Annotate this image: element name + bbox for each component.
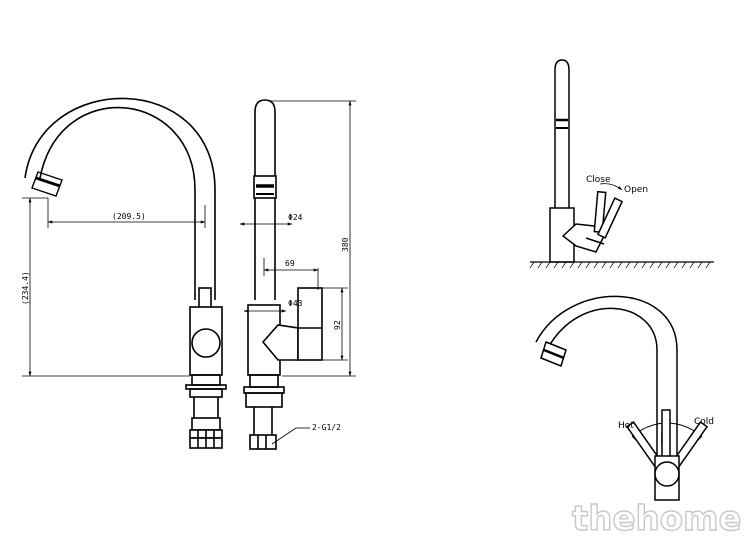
dim-total-height: 380 bbox=[341, 237, 350, 252]
label-open: Open bbox=[624, 185, 648, 195]
dim-body-diameter: Φ43 bbox=[288, 299, 303, 308]
side-dimensions bbox=[239, 100, 356, 445]
dim-spout-height: (234.4) bbox=[21, 271, 30, 305]
dim-lever-offset: 69 bbox=[285, 259, 295, 268]
dim-body-height: 92 bbox=[333, 320, 342, 330]
hc-knob bbox=[654, 461, 680, 487]
oc-spout bbox=[554, 59, 570, 208]
hc-spout-outer bbox=[547, 307, 658, 470]
hc-spout-inner bbox=[535, 295, 678, 470]
connection-leader bbox=[271, 427, 297, 445]
side-hoses bbox=[249, 434, 277, 450]
front-dimensions bbox=[22, 197, 206, 377]
side-handle bbox=[297, 287, 323, 361]
dim-spout-diameter: Φ24 bbox=[288, 213, 303, 222]
dim-spout-reach: (209.5) bbox=[112, 212, 146, 221]
front-view bbox=[24, 97, 227, 449]
label-close: Close bbox=[586, 175, 611, 185]
label-hot: Hot bbox=[618, 421, 634, 431]
front-spout-outer bbox=[39, 106, 196, 300]
label-cold: Cold bbox=[694, 417, 714, 427]
front-body bbox=[189, 306, 223, 376]
oc-ground-hatch bbox=[529, 261, 711, 269]
front-spout-tip bbox=[31, 171, 63, 197]
front-spout-inner bbox=[24, 97, 216, 300]
dim-connection: 2-G1/2 bbox=[312, 423, 341, 432]
front-body-knob bbox=[191, 328, 221, 358]
front-hoses bbox=[191, 417, 221, 431]
side-spout bbox=[254, 99, 276, 300]
oc-arc bbox=[599, 183, 623, 191]
hot-cold-view bbox=[535, 295, 709, 501]
open-close-view bbox=[530, 59, 714, 263]
side-view bbox=[243, 99, 323, 450]
watermark: thehome bbox=[572, 499, 742, 539]
